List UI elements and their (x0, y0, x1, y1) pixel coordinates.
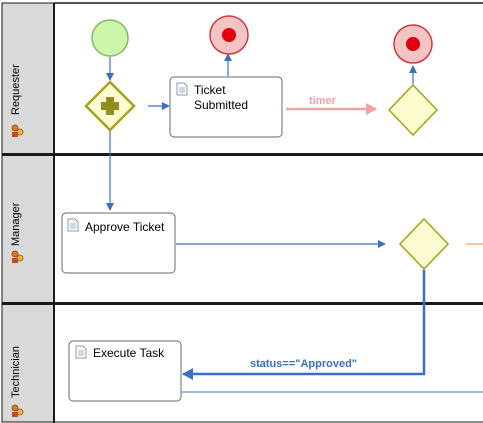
document-icon (67, 218, 79, 232)
edge-label-status-approved: status=="Approved" (250, 358, 357, 370)
exclusive-gateway-manager[interactable] (398, 217, 450, 271)
lane-manager: Manager (1, 154, 55, 304)
edge-label-timer: timer (309, 95, 337, 107)
task-approve-ticket[interactable]: Approve Ticket (61, 212, 176, 274)
sequence-flows (106, 53, 483, 393)
task-label-line-1: Ticket (194, 83, 226, 97)
end-event-right[interactable] (393, 24, 433, 64)
document-icon (75, 345, 87, 359)
people-icon (11, 250, 24, 263)
flow-gateway-to-execute-task[interactable] (182, 270, 426, 380)
parallel-gateway[interactable] (84, 80, 136, 132)
document-icon (176, 82, 188, 96)
start-event[interactable] (91, 19, 129, 57)
lane-requester: Requester (1, 2, 55, 155)
task-label: Approve Ticket (85, 220, 165, 234)
lane-label-manager: Manager (10, 202, 22, 246)
task-execute-task[interactable]: Execute Task (68, 340, 182, 402)
exclusive-gateway-requester[interactable] (387, 83, 439, 137)
task-label-line-2: Submitted (194, 98, 248, 112)
lane-label-requester: Requester (10, 64, 22, 115)
people-icon (11, 404, 24, 417)
end-event-top[interactable] (209, 15, 249, 55)
lane-label-technician: Technician (10, 346, 22, 398)
task-ticket-submitted[interactable]: Ticket Submitted (169, 76, 283, 138)
task-label: Execute Task (93, 346, 165, 360)
lane-technician: Technician (1, 303, 55, 423)
people-icon (11, 124, 24, 137)
